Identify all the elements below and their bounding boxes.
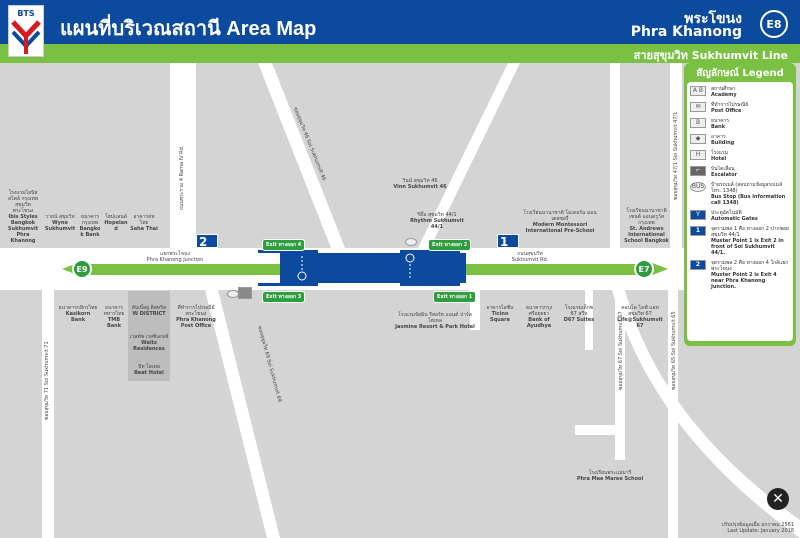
roads: [0, 63, 800, 538]
road-label-soi65: ซอยสุขุมวิท 65 Soi Sukhumvit 65: [671, 311, 677, 390]
place-phra-mae-maree-school[interactable]: โรงเรียนพระแม่มารีPhra Mae Maree School: [576, 470, 644, 482]
road-soi69: [205, 290, 280, 538]
road-rama4: [170, 63, 196, 248]
header-bar: [0, 0, 800, 44]
line-bar: [0, 44, 800, 63]
road-label-junction: แยกพระโขนง Phra Khanong Junction: [146, 251, 204, 263]
road-right-gap: [585, 290, 593, 350]
bus-stop-icon: BUS: [690, 182, 706, 192]
building-icon: ◆: [690, 134, 706, 144]
place-waltz-residences[interactable]: เวลท์ซ เรสซิเดนซ์Waltz Residences: [129, 334, 169, 352]
legend-item-post-office: ✉ที่ทำการไปรษณีย์Post Office: [690, 102, 790, 114]
station-e9-badge: E9: [72, 259, 92, 279]
line-arrow-east: [650, 262, 668, 276]
station-code-badge: E8: [760, 10, 788, 38]
building-block-w-district: [128, 291, 170, 381]
station-name-en: Phra Khanong: [630, 24, 742, 40]
station-walkway-top: [258, 250, 318, 253]
exit-3[interactable]: Exit ทางออก 3: [262, 291, 306, 303]
station-platform: [280, 253, 466, 283]
place-hopeland[interactable]: โฮปแลนด์Hopeland: [104, 214, 128, 232]
muster-point-1-icon: 1: [690, 226, 706, 236]
legend-title: สัญลักษณ์ Legend: [696, 68, 784, 79]
bank-icon: B: [690, 118, 706, 128]
road-vert-mid: [610, 63, 620, 248]
road-label-soi47-1: ซอยสุขุมวิท 47/1 Soi Sukhumvit 47/1: [673, 111, 679, 200]
road-label-rama4: ถนนพระราม 4 Rama IV Rd.: [179, 145, 185, 210]
compass-icon: ✕: [767, 488, 789, 510]
muster-point-2-icon: 2: [690, 260, 706, 270]
road-soi67: [615, 290, 625, 460]
station-walkway-top-e: [400, 250, 460, 253]
road-bottom-h: [575, 425, 625, 435]
road-left-small: [470, 290, 480, 330]
station-e7-badge: E7: [634, 259, 654, 279]
station-name-th: พระโขนง: [684, 11, 742, 27]
road-diag-ne: [418, 63, 520, 248]
road-curve: [612, 290, 800, 538]
page-title: แผนที่บริเวณสถานี Area Map: [60, 18, 317, 40]
place-ibis-styles[interactable]: โรงแรมไอบิส สไตล์ กรุงเทพ สุขุมวิท พระโข…: [7, 190, 39, 244]
place-st-andrews[interactable]: โรงเรียนนานาชาติ เซนต์ แอนดรูว์ส กรุงเทพ…: [624, 208, 669, 244]
road-label-sukhumvit: ถนนสุขุมวิท Sukhumvit Rd.: [511, 251, 549, 263]
place-modern-montessori[interactable]: โรงเรียนนานาชาติ โมเดอร์น มอนเตสซอรี่Mod…: [523, 210, 597, 234]
automatic-gate-icon: Y: [690, 210, 706, 220]
exit-2[interactable]: Exit ทางออก 2: [428, 239, 472, 251]
automatic-gates-icon: [297, 253, 415, 281]
svg-text:BTS: BTS: [17, 9, 35, 18]
hotel-icon: H: [690, 150, 706, 160]
road-label-soi71: ซอยสุขุมวิท 71 Soi Sukhumvit 71: [44, 341, 50, 420]
road-soi47-1: [670, 63, 682, 248]
envelope-icon: ✉: [690, 102, 706, 112]
escalator-icon: [238, 287, 252, 299]
academy-icon: A B: [690, 86, 706, 96]
bts-logo: BTS: [8, 5, 44, 57]
escalator-icon: ⌐: [690, 166, 706, 176]
exit-1[interactable]: Exit ทางออก 1: [433, 291, 477, 303]
exit-4[interactable]: Exit ทางออก 4: [262, 239, 306, 251]
muster-point-1-icon: 1: [497, 234, 519, 249]
station-walkway-bottom: [258, 283, 318, 286]
road-soi46: [258, 63, 345, 248]
station-walkway-bottom-e: [400, 283, 460, 286]
area-map: [0, 63, 800, 538]
muster-point-2-icon: 2: [196, 234, 218, 249]
line-name: สายสุขุมวิท Sukhumvit Line: [633, 49, 788, 62]
bus-stop-icon: [405, 238, 417, 246]
road-soi71: [42, 290, 54, 538]
